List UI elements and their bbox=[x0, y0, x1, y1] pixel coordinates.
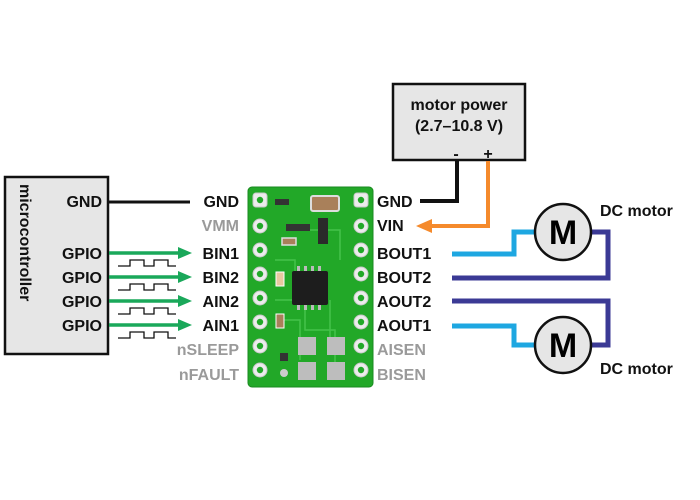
motor-power-box bbox=[391, 82, 527, 162]
dc-motor-b: M DC motor bbox=[533, 202, 673, 262]
capacitor bbox=[310, 195, 340, 212]
bout1-wire bbox=[452, 229, 536, 257]
pin-label-gnd-right: GND bbox=[377, 194, 413, 211]
pin-label-aout1: AOUT1 bbox=[377, 318, 431, 335]
pwm-waveform-icon bbox=[118, 307, 176, 315]
pin-label-bin1: BIN1 bbox=[203, 246, 240, 263]
sense-pad bbox=[298, 337, 316, 355]
pwm-waveform-icon bbox=[118, 331, 176, 339]
motor-power-title: motor power bbox=[411, 97, 508, 114]
signal-arrows bbox=[109, 247, 192, 339]
pin-label-bout1: BOUT1 bbox=[377, 246, 431, 263]
signal-arrow-bin2 bbox=[109, 271, 192, 291]
mcu-pin-gnd: GND bbox=[66, 194, 102, 211]
motor-icon bbox=[533, 202, 593, 262]
sense-pad bbox=[327, 362, 345, 380]
pin-label-bin2: BIN2 bbox=[203, 270, 240, 287]
aout1-wire bbox=[452, 323, 536, 348]
mcu-pin-gpio: GPIO bbox=[62, 246, 102, 263]
microcontroller-title: microcontroller bbox=[16, 184, 33, 301]
motor-driver-board bbox=[247, 186, 374, 388]
smd-resistor bbox=[275, 199, 289, 205]
power-vin-wire bbox=[430, 161, 490, 228]
bout2-wire bbox=[452, 229, 611, 281]
smd-capacitor bbox=[275, 271, 285, 287]
via bbox=[280, 369, 288, 377]
pin-label-ain1: AIN1 bbox=[203, 318, 240, 335]
pin-label-gnd: GND bbox=[203, 194, 239, 211]
pwm-waveform-icon bbox=[118, 283, 176, 291]
motor-power-range: (2.7–10.8 V) bbox=[415, 118, 503, 135]
ic-pins bbox=[297, 266, 321, 310]
sense-pad bbox=[327, 337, 345, 355]
pin-label-bout2: BOUT2 bbox=[377, 270, 431, 287]
vin-arrow-icon bbox=[416, 219, 432, 233]
pin-label-vin: VIN bbox=[377, 218, 404, 235]
pin-holes-right bbox=[357, 196, 365, 374]
pin-label-vmm: VMM bbox=[202, 218, 239, 235]
pin-label-bisen: BISEN bbox=[377, 367, 426, 384]
mcu-pin-gpio: GPIO bbox=[62, 294, 102, 311]
power-minus-terminal: - bbox=[453, 146, 458, 163]
diode bbox=[286, 224, 310, 231]
pin-label-aisen: AISEN bbox=[377, 342, 426, 359]
pin-holes-left bbox=[256, 196, 264, 374]
transistor bbox=[318, 218, 328, 244]
pin-label-ain2: AIN2 bbox=[203, 294, 240, 311]
signal-arrow-bin1 bbox=[109, 247, 192, 267]
motor-glyph: M bbox=[549, 214, 577, 252]
motor-glyph: M bbox=[549, 327, 577, 365]
microcontroller-box bbox=[3, 175, 110, 356]
pin-label-nfault: nFAULT bbox=[179, 367, 239, 384]
mcu-pin-gpio: GPIO bbox=[62, 318, 102, 335]
smd-capacitor bbox=[281, 237, 297, 246]
motor-icon bbox=[533, 315, 593, 375]
smd-capacitor bbox=[275, 313, 285, 329]
microcontroller-block: microcontroller GND GPIO GPIO GPIO GPIO bbox=[3, 175, 110, 356]
pwm-waveform-icon bbox=[118, 259, 176, 267]
driver-left-labels: GND VMM BIN1 BIN2 AIN2 AIN1 nSLEEP nFAUL… bbox=[177, 194, 240, 384]
motor-power-block: motor power (2.7–10.8 V) - + bbox=[391, 82, 527, 163]
driver-right-labels: GND VIN BOUT1 BOUT2 AOUT2 AOUT1 AISEN BI… bbox=[377, 194, 431, 384]
pin-label-nsleep: nSLEEP bbox=[177, 342, 240, 359]
motor-label: DC motor bbox=[600, 361, 673, 378]
mcu-pin-gpio: GPIO bbox=[62, 270, 102, 287]
aout2-wire bbox=[452, 298, 611, 348]
smd-led bbox=[280, 353, 288, 361]
power-gnd-wire bbox=[420, 161, 459, 203]
driver-ic bbox=[292, 271, 328, 305]
dc-motor-a: M DC motor bbox=[533, 315, 673, 378]
signal-arrow-ain2 bbox=[109, 295, 192, 315]
signal-arrow-ain1 bbox=[109, 319, 192, 339]
pin-label-aout2: AOUT2 bbox=[377, 294, 431, 311]
sense-pad bbox=[298, 362, 316, 380]
power-plus-terminal: + bbox=[483, 146, 492, 163]
motor-label: DC motor bbox=[600, 203, 673, 220]
